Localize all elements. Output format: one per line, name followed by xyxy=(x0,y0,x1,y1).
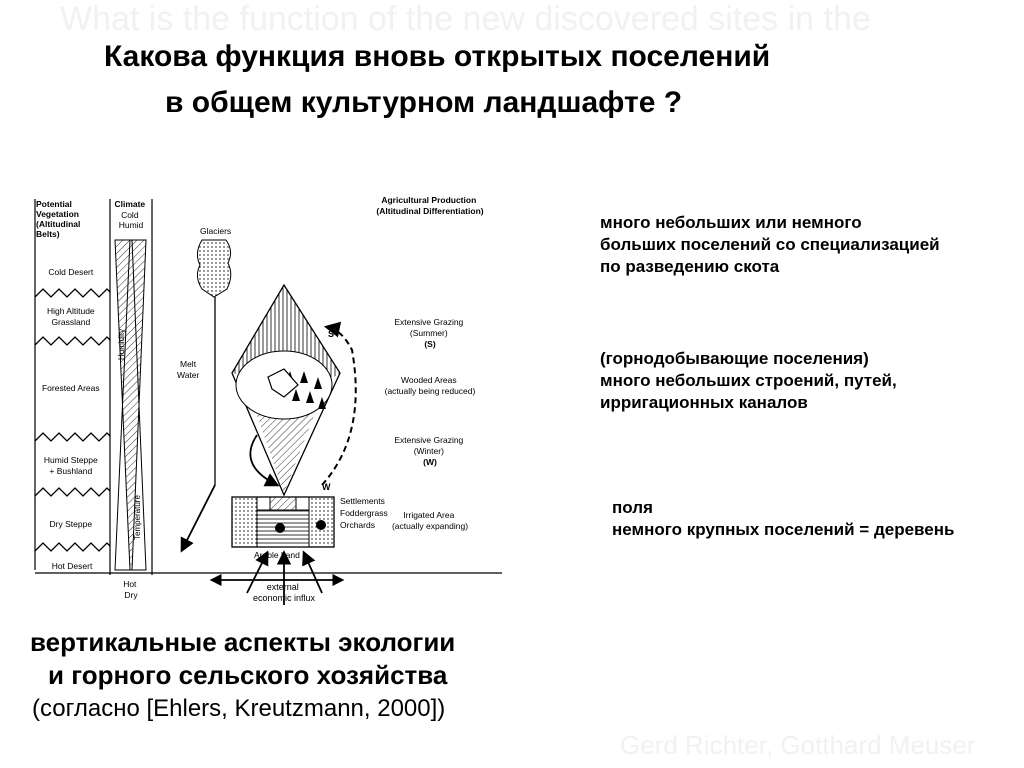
belt-separators xyxy=(34,288,111,552)
arable-label: Arable Land xyxy=(254,550,300,560)
agri-header: Agricultural Production (Altitudinal Dif… xyxy=(376,195,483,216)
vegetation-header: Potential Vegetation (Altitudinal Belts) xyxy=(36,199,83,239)
note-fields: поля немного крупных поселений = деревен… xyxy=(612,498,955,539)
caption: вертикальные аспекты экологии и горного … xyxy=(30,626,455,725)
agri-winter: Extensive Grazing (Winter) (W) xyxy=(394,435,465,467)
agri-irrigated: Irrigated Area (actually expanding) xyxy=(392,510,468,531)
climate-bottom: Hot Dry xyxy=(123,579,139,600)
influx-label: external economic influx xyxy=(253,582,316,603)
caption-line1: вертикальные аспекты экологии xyxy=(30,627,456,657)
agri-summer: Extensive Grazing (Summer) (S) xyxy=(394,317,465,349)
note-livestock: много небольших или немного больших посе… xyxy=(600,213,940,276)
ghost-text-top: What is the function of the new discover… xyxy=(60,0,871,38)
ghost-text-bottom: Gerd Richter, Gotthard Meuser xyxy=(620,730,976,760)
caption-line2: и горного сельского хозяйства xyxy=(48,660,448,690)
agri-wooded: Wooded Areas (actually being reduced) xyxy=(385,375,476,396)
slide-title-line2: в общем культурном ландшафте ? xyxy=(165,86,683,119)
glaciers-label: Glaciers xyxy=(200,226,231,236)
melt-water-label: Melt Water xyxy=(177,359,200,380)
belt-labels: Cold Desert High Altitude Grassland Fore… xyxy=(42,267,102,571)
humidity-label: Humidity xyxy=(117,329,126,360)
slide-title-line1: Какова функция вновь открытых поселений xyxy=(104,40,771,73)
caption-source: (согласно [Ehlers, Kreutzmann, 2000]) xyxy=(32,695,446,722)
altitudinal-ecology-diagram: Potential Vegetation (Altitudinal Belts)… xyxy=(34,195,502,605)
temperature-wedge xyxy=(114,239,147,571)
glacier-shape xyxy=(196,239,232,298)
note-mining: (горнодобывающие поселения) много неболь… xyxy=(600,349,897,412)
s-label: S xyxy=(328,329,334,339)
w-label: W xyxy=(322,482,331,492)
temperature-label: Temperature xyxy=(133,495,142,540)
summer-path xyxy=(321,321,357,486)
climate-header: Climate Cold Humid xyxy=(114,199,147,230)
settlements-labels: Settlements Foddergrass Orchards xyxy=(340,496,390,530)
